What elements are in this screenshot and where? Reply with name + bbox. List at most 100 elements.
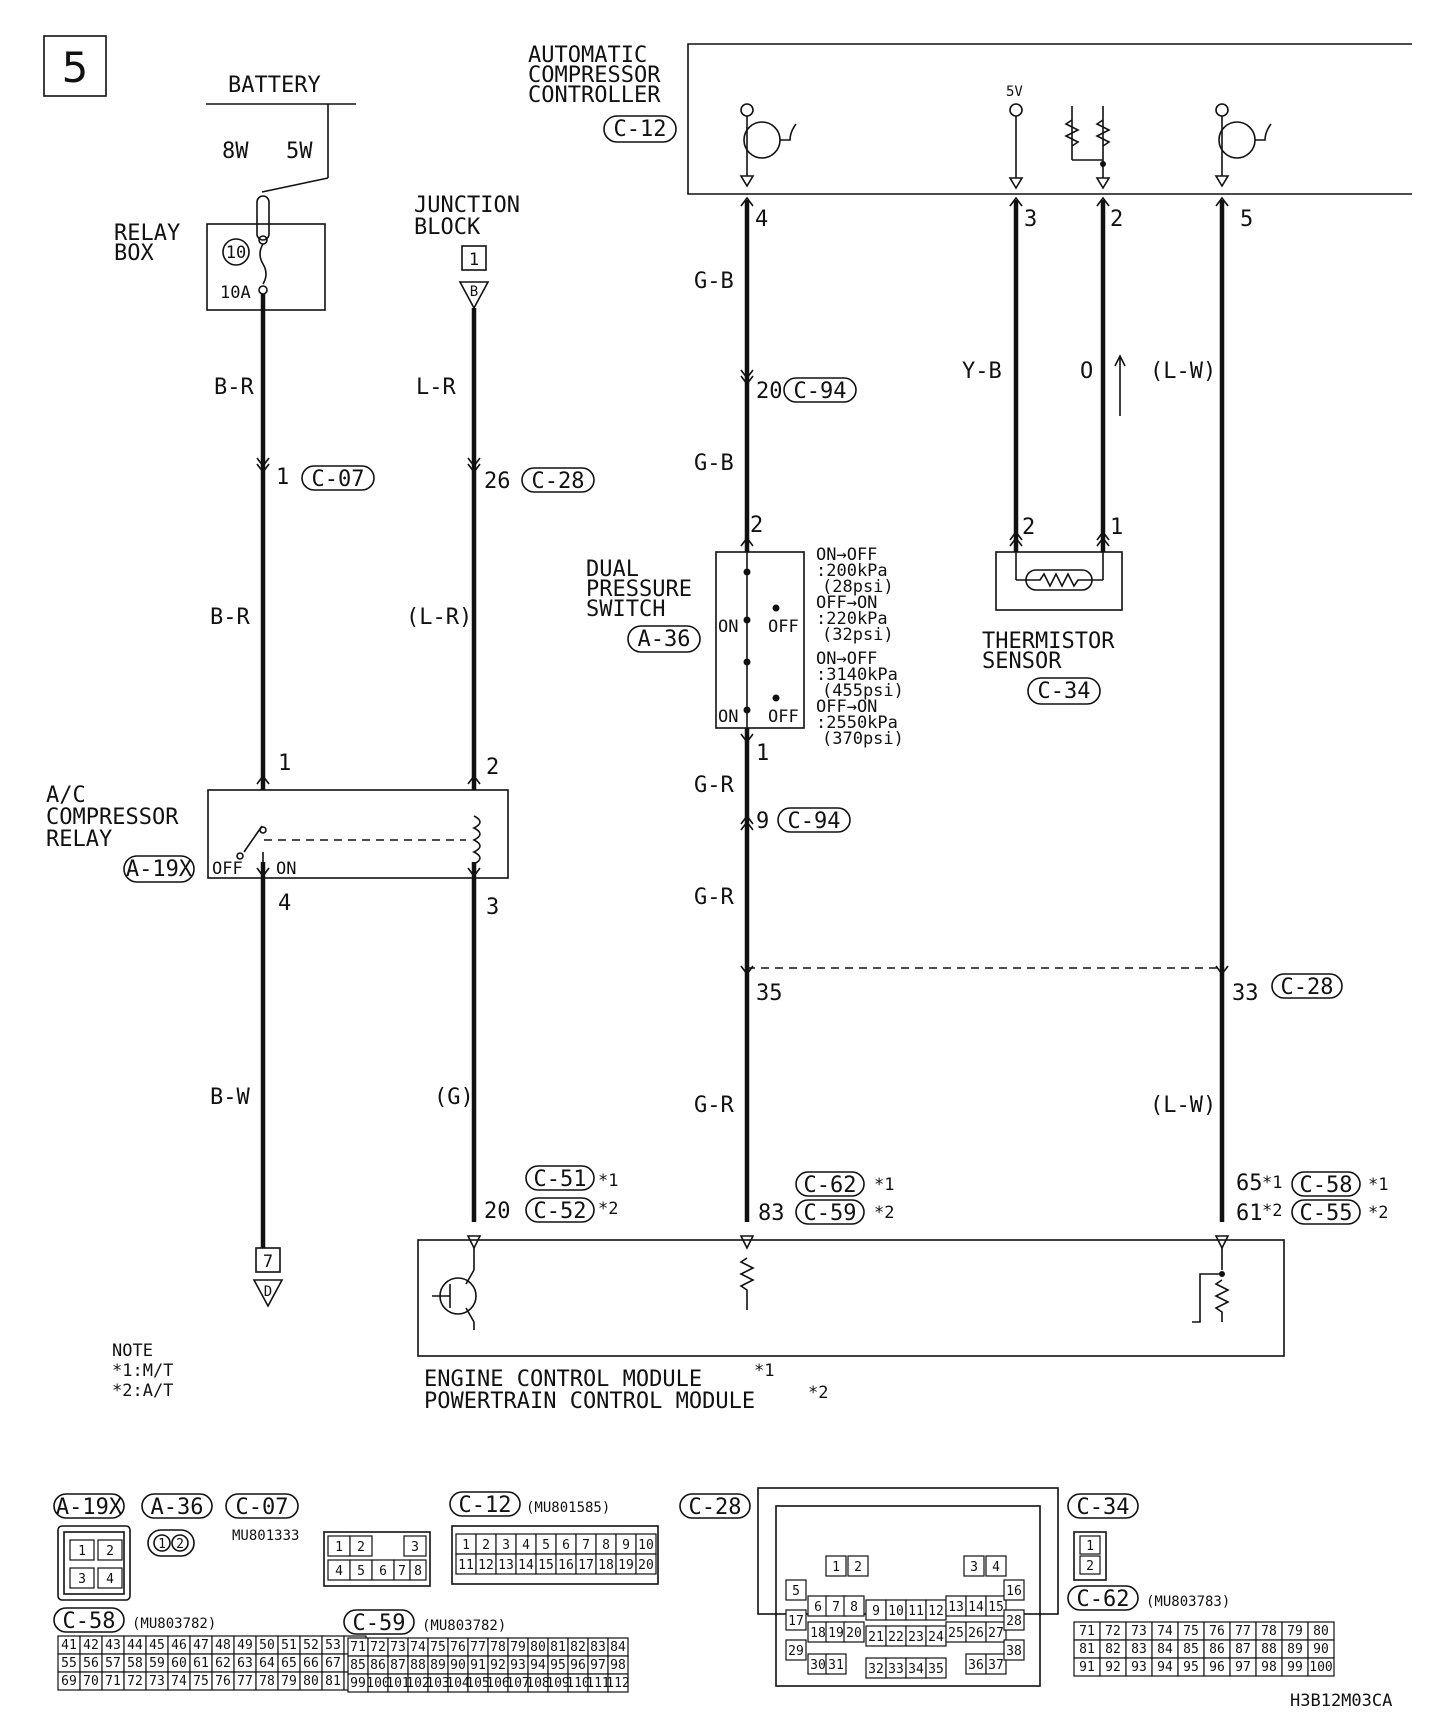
connector-pin-number: 14 bbox=[518, 1558, 534, 1573]
connector-pin-number: 26 bbox=[968, 1626, 984, 1641]
thermistor-sensor: THERMISTOR SENSOR C-34 bbox=[982, 551, 1123, 705]
svg-text:C-34: C-34 bbox=[1077, 1495, 1130, 1520]
connector-pin-number: 16 bbox=[1006, 1584, 1022, 1599]
connector-pin-number: 5 bbox=[792, 1584, 800, 1599]
note: NOTE *1:M/T *2:A/T bbox=[112, 1341, 173, 1401]
svg-text:*1: *1 bbox=[754, 1361, 774, 1381]
connector-pin-number: 73 bbox=[149, 1674, 165, 1689]
connector-pin-number: 101 bbox=[386, 1676, 409, 1691]
connector-pin-number: 15 bbox=[538, 1558, 554, 1573]
svg-text:1: 1 bbox=[469, 250, 479, 270]
connector-pin-number: 49 bbox=[237, 1638, 253, 1653]
page-number: 5 bbox=[62, 43, 89, 92]
svg-text:2: 2 bbox=[486, 755, 499, 780]
wire-relay-coil: L-R (L-R) (G) 26 C-28 bbox=[406, 308, 595, 1222]
connector-pin-number: 51 bbox=[281, 1638, 297, 1653]
connector-pin-number: 11 bbox=[458, 1558, 474, 1573]
wire-thermistor: Y-B O (L-W) 2 1 bbox=[962, 196, 1216, 552]
svg-text:1: 1 bbox=[78, 1544, 86, 1559]
connector-pin-number: 50 bbox=[259, 1638, 275, 1653]
connector-pin-number: 66 bbox=[303, 1656, 319, 1671]
svg-text:C-07: C-07 bbox=[236, 1495, 289, 1520]
svg-text:(MU801585): (MU801585) bbox=[526, 1500, 610, 1516]
connector-pin-number: 27 bbox=[988, 1626, 1004, 1641]
connector-pin-number: 4 bbox=[992, 1560, 1000, 1575]
connector-pin-number: 86 bbox=[370, 1658, 386, 1673]
svg-text:THERMISTOR: THERMISTOR bbox=[982, 629, 1115, 654]
connector-pin-number: 75 bbox=[193, 1674, 209, 1689]
connector-pin-number: 83 bbox=[590, 1640, 606, 1655]
connector-pin-number: 19 bbox=[828, 1626, 844, 1641]
svg-text:3: 3 bbox=[411, 1540, 419, 1555]
connector-pin-number: 10 bbox=[888, 1604, 904, 1619]
connector-pin-number: 6 bbox=[814, 1600, 822, 1615]
svg-text:A-36: A-36 bbox=[151, 1495, 204, 1520]
connector-pin-number: 8 bbox=[850, 1600, 858, 1615]
connector-pin-number: 74 bbox=[1157, 1624, 1173, 1639]
connector-pin-number: 72 bbox=[127, 1674, 143, 1689]
connector-pin bbox=[825, 1555, 847, 1577]
wire-ecm-link: (L-W) 33 C-28 bbox=[747, 196, 1343, 1222]
connector-pin-number: 73 bbox=[1131, 1624, 1147, 1639]
connector-pin-number: 62 bbox=[215, 1656, 231, 1671]
pressure-spec: ON→OFF :200kPa (28psi) OFF→ON :220kPa (3… bbox=[816, 545, 904, 749]
connector-pin-number: 18 bbox=[810, 1626, 826, 1641]
svg-text:C-59: C-59 bbox=[804, 1201, 857, 1226]
connector-pin bbox=[985, 1555, 1007, 1577]
connector-pin-number: 73 bbox=[390, 1640, 406, 1655]
connector-pin-number: 78 bbox=[259, 1674, 275, 1689]
connector-pin-number: 105 bbox=[466, 1676, 489, 1691]
svg-text:SWITCH: SWITCH bbox=[586, 597, 665, 622]
connector-pin-number: 96 bbox=[1209, 1660, 1225, 1675]
connector-pin-number: 2 bbox=[854, 1560, 862, 1575]
svg-text:2: 2 bbox=[1110, 207, 1123, 232]
connector-pin-number: 81 bbox=[325, 1674, 341, 1689]
connector-c07-label: C-07 bbox=[312, 467, 365, 492]
connector-pin-number: 53 bbox=[325, 1638, 341, 1653]
connector-pin-number: 69 bbox=[61, 1674, 77, 1689]
page-number-box: 5 bbox=[43, 35, 107, 97]
svg-text:O: O bbox=[1080, 359, 1093, 384]
connector-pin-number: 102 bbox=[406, 1676, 429, 1691]
svg-text:COMPRESSOR: COMPRESSOR bbox=[528, 63, 661, 88]
connector-pin-number: 89 bbox=[1287, 1642, 1303, 1657]
connector-pin-number: 74 bbox=[171, 1674, 187, 1689]
svg-text:35: 35 bbox=[756, 981, 783, 1006]
connector-pin-number: 81 bbox=[550, 1640, 566, 1655]
connector-pin-number: 85 bbox=[350, 1658, 366, 1673]
connector-pin-number: 14 bbox=[968, 1600, 984, 1615]
connector-pin-number: 45 bbox=[149, 1638, 165, 1653]
svg-text:1: 1 bbox=[158, 1537, 166, 1552]
connector-pin-number: 98 bbox=[610, 1658, 626, 1673]
svg-text:4: 4 bbox=[335, 1564, 343, 1579]
connector-pin-number: 33 bbox=[888, 1662, 904, 1677]
svg-text:(L-R): (L-R) bbox=[406, 605, 472, 630]
connector-pin-number: 93 bbox=[510, 1658, 526, 1673]
figure-code: H3B12M03CA bbox=[1290, 1691, 1392, 1711]
svg-text:G-R: G-R bbox=[694, 1093, 734, 1118]
connector-pin-number: 82 bbox=[1105, 1642, 1121, 1657]
svg-text:G-B: G-B bbox=[694, 269, 734, 294]
svg-text:SENSOR: SENSOR bbox=[982, 649, 1062, 674]
ac-compressor-relay: A/C COMPRESSOR RELAY A-19X OFF ON 1 2 4 … bbox=[46, 751, 509, 920]
fuse-number: 10 bbox=[226, 243, 246, 263]
connector-pin-number: 99 bbox=[350, 1676, 366, 1691]
svg-text:(L-W): (L-W) bbox=[1150, 359, 1216, 384]
svg-text:OFF: OFF bbox=[212, 859, 243, 879]
svg-text:5: 5 bbox=[1240, 207, 1253, 232]
connector-c12-label: C-12 bbox=[614, 117, 667, 142]
connector-pin-number: 55 bbox=[61, 1656, 77, 1671]
connector-pin-number: 103 bbox=[426, 1676, 449, 1691]
connector-pin-number: 12 bbox=[928, 1604, 944, 1619]
svg-text:ON: ON bbox=[718, 707, 738, 727]
connector-pin-number: 6 bbox=[562, 1538, 570, 1553]
svg-text:D: D bbox=[264, 1284, 272, 1300]
connector-pin-number: 95 bbox=[550, 1658, 566, 1673]
svg-text:2: 2 bbox=[176, 1537, 184, 1552]
svg-text:RELAY: RELAY bbox=[114, 221, 180, 246]
fusible-link-8w: 8W bbox=[222, 139, 249, 164]
svg-text:1: 1 bbox=[276, 465, 289, 490]
connector-pin bbox=[847, 1555, 869, 1577]
connector-pin-number: 17 bbox=[578, 1558, 594, 1573]
connector-pin-number: 43 bbox=[105, 1638, 121, 1653]
